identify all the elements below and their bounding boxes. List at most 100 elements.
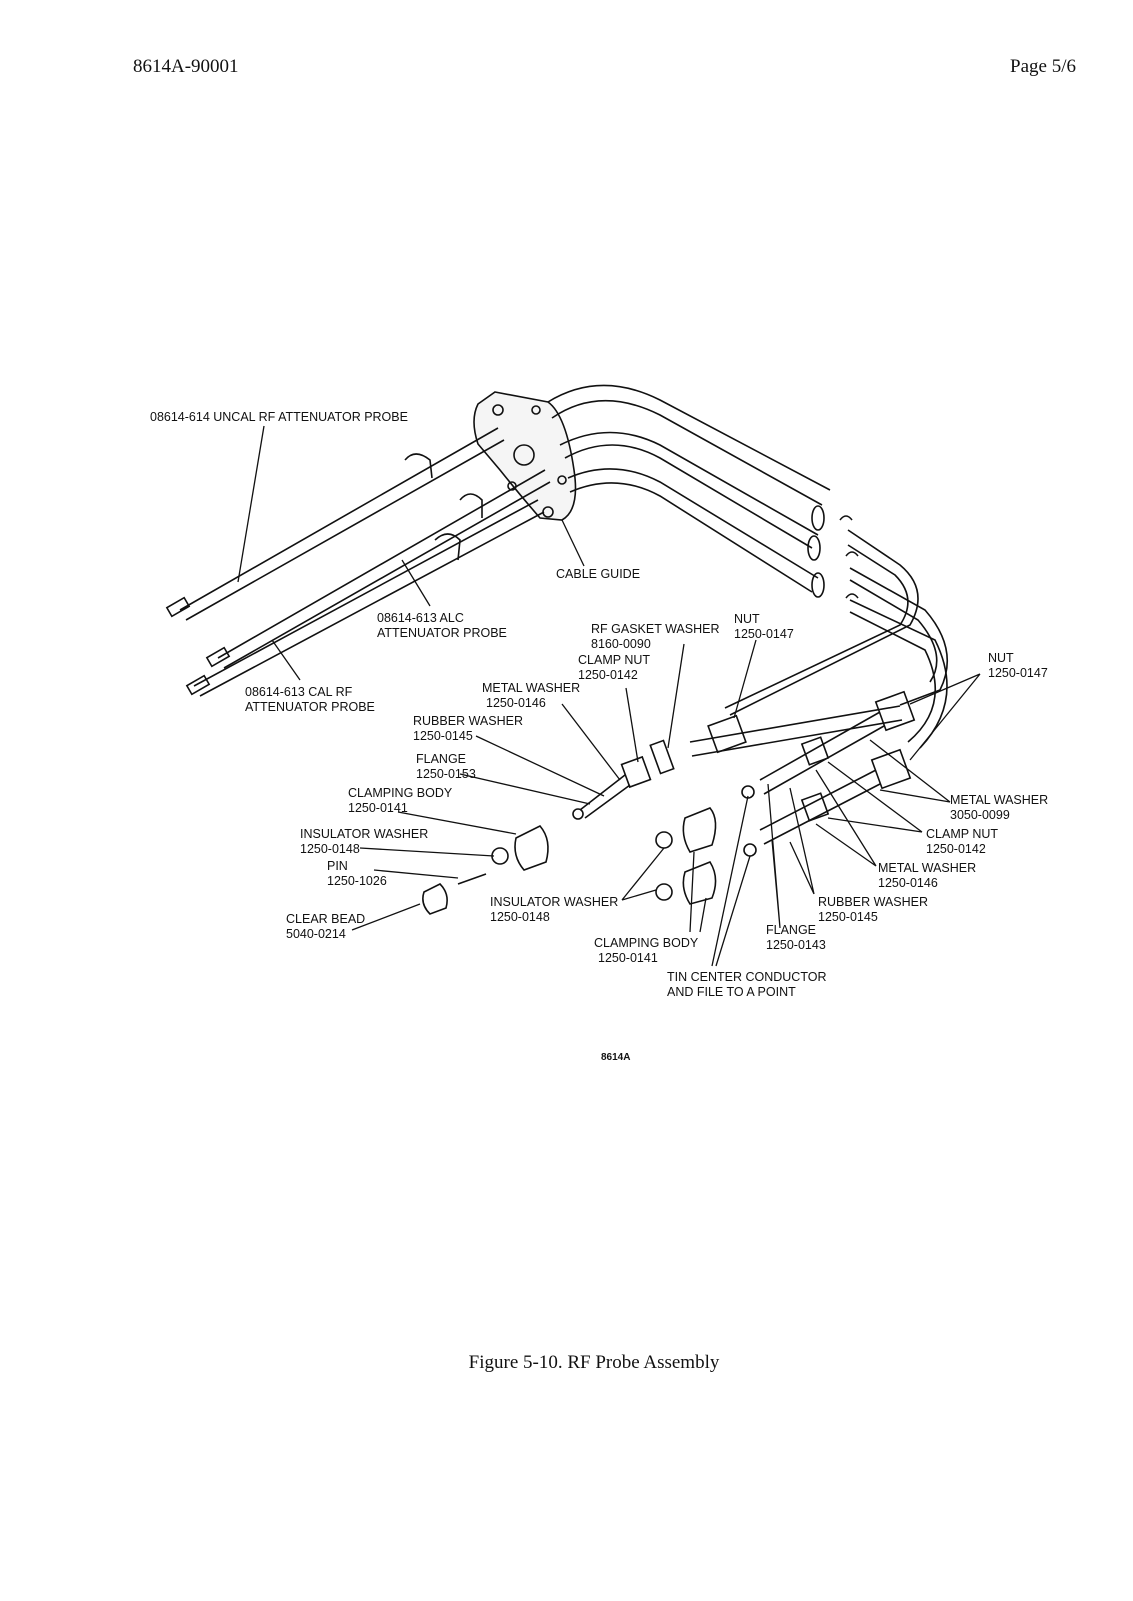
cable-end — [811, 572, 825, 598]
label-clamp-nut-a: 1250-0142 — [578, 668, 638, 682]
cable-loop — [564, 444, 813, 549]
probe-tip — [205, 646, 231, 668]
leader-line — [401, 559, 431, 607]
label-clamp-nut-b: CLAMP NUT — [926, 827, 998, 841]
leader-line — [351, 903, 421, 931]
leader-line — [373, 869, 459, 879]
label-cal-probe: 08614-613 CAL RF — [245, 685, 353, 699]
label-nut-a: NUT — [734, 612, 760, 626]
figure-caption: Figure 5-10. RF Probe Assembly — [468, 1352, 720, 1373]
leader-line — [271, 639, 301, 681]
label-alc-probe: ATTENUATOR PROBE — [377, 626, 507, 640]
leader-line — [475, 735, 605, 797]
clamping-body — [682, 861, 717, 905]
leader-line — [815, 769, 877, 867]
leader-line — [827, 761, 923, 833]
leader-line — [561, 703, 621, 781]
cable-loop — [569, 482, 813, 593]
nut-c — [870, 748, 912, 790]
clamp-nut-c — [800, 792, 830, 822]
cable-loop — [547, 384, 831, 491]
label-insulator-washer-a: 1250-0148 — [300, 842, 360, 856]
cable-return — [724, 544, 909, 709]
plate-hole — [492, 404, 504, 416]
leader-line — [397, 811, 517, 835]
plate-hole — [513, 444, 535, 466]
label-alc-probe: 08614-613 ALC — [377, 611, 464, 625]
label-rubber-washer-a: RUBBER WASHER — [413, 714, 523, 728]
cable-return — [849, 567, 948, 706]
label-metal-washer-b: METAL WASHER — [950, 793, 1048, 807]
cable-assembly-b — [759, 711, 885, 795]
document-number: 8614A-90001 — [133, 56, 239, 77]
label-pin: PIN — [327, 859, 348, 873]
label-flange-a: 1250-0153 — [416, 767, 476, 781]
drawing-linework — [165, 384, 948, 915]
label-clear-bead: CLEAR BEAD — [286, 912, 365, 926]
label-cable-guide: CABLE GUIDE — [556, 567, 640, 581]
center-pin — [743, 843, 757, 857]
center-pin — [572, 808, 584, 820]
leader-line — [869, 739, 951, 803]
leader-line — [561, 519, 585, 567]
probe-bracket — [404, 453, 483, 561]
label-rubber-washer-b: 1250-0145 — [818, 910, 878, 924]
label-nut-b: NUT — [988, 651, 1014, 665]
cable-assembly-a — [689, 705, 903, 757]
clear-bead — [422, 883, 448, 915]
insulator-washer — [655, 831, 673, 849]
label-tin-center: TIN CENTER CONDUCTOR — [667, 970, 827, 984]
leader-line — [459, 773, 591, 805]
cable-break — [839, 515, 859, 599]
cable-loop — [567, 468, 819, 579]
label-pin: 1250-1026 — [327, 874, 387, 888]
leader-line — [689, 851, 707, 933]
plate-hole — [531, 405, 541, 415]
label-rubber-washer-a: 1250-0145 — [413, 729, 473, 743]
label-nut-a: 1250-0147 — [734, 627, 794, 641]
label-metal-washer-c: METAL WASHER — [878, 861, 976, 875]
cable-loop — [551, 399, 823, 506]
label-cal-probe: ATTENUATOR PROBE — [245, 700, 375, 714]
page-number: Page 5/6 — [1010, 56, 1076, 77]
cable-guide-plate — [473, 391, 577, 521]
label-flange-b: FLANGE — [766, 923, 816, 937]
label-clamp-nut-a: CLAMP NUT — [578, 653, 650, 667]
insulator-washer — [491, 847, 509, 865]
leader-line — [711, 795, 751, 967]
leader-line — [625, 687, 639, 763]
label-rf-gasket: RF GASKET WASHER — [591, 622, 720, 636]
clamping-body — [514, 825, 549, 871]
label-metal-washer-b: 3050-0099 — [950, 808, 1010, 822]
label-clamping-body-a: 1250-0141 — [348, 801, 408, 815]
insulator-washer — [655, 883, 673, 901]
clamping-body — [682, 807, 717, 853]
pin — [457, 873, 487, 885]
plate-hole — [557, 475, 567, 485]
leader-line — [767, 783, 781, 929]
leader-line — [359, 847, 495, 857]
uncal-probe — [179, 427, 505, 621]
leader-line — [733, 639, 757, 719]
nut-b — [874, 690, 916, 732]
leader-line — [789, 787, 815, 895]
label-clamp-nut-b: 1250-0142 — [926, 842, 986, 856]
label-metal-washer-a: 1250-0146 — [486, 696, 546, 710]
probe-tip — [185, 674, 211, 696]
clamp-nut-b — [800, 736, 830, 766]
label-clamping-body-b: CLAMPING BODY — [594, 936, 699, 950]
cable-return — [849, 579, 938, 683]
leader-line — [909, 673, 981, 761]
label-nut-b: 1250-0147 — [988, 666, 1048, 680]
label-metal-washer-c: 1250-0146 — [878, 876, 938, 890]
alc-probe — [217, 469, 551, 669]
model-mark: 8614A — [601, 1052, 630, 1063]
label-metal-washer-a: METAL WASHER — [482, 681, 580, 695]
label-clamping-body-a: CLAMPING BODY — [348, 786, 453, 800]
label-insulator-washer-b: INSULATOR WASHER — [490, 895, 618, 909]
leader-line — [237, 425, 265, 583]
label-rf-gasket: 8160-0090 — [591, 637, 651, 651]
leader-line — [667, 643, 685, 749]
label-clamping-body-b: 1250-0141 — [598, 951, 658, 965]
callout-labels: 08614-614 UNCAL RF ATTENUATOR PROBE CABL… — [150, 410, 1048, 1063]
